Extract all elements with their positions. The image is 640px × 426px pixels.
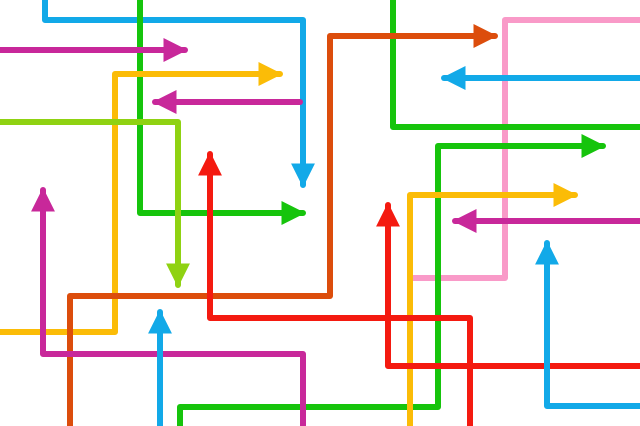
sky-blue-arrow-up-right [535, 240, 640, 409]
amber-arrow-right-lower [407, 183, 578, 426]
sky-blue-arrow-down [42, 0, 315, 188]
red-arrow-up-middle [198, 151, 473, 426]
green-arrow-right-lower [177, 134, 606, 426]
amber-arrow-right-upper [0, 62, 283, 335]
green-bracket-top-right [390, 0, 640, 130]
magenta-arrow-up [31, 187, 306, 426]
red-arrow-up-right [376, 202, 640, 369]
lime-arrow-down [0, 119, 190, 288]
orange-arrow-right [67, 24, 498, 426]
